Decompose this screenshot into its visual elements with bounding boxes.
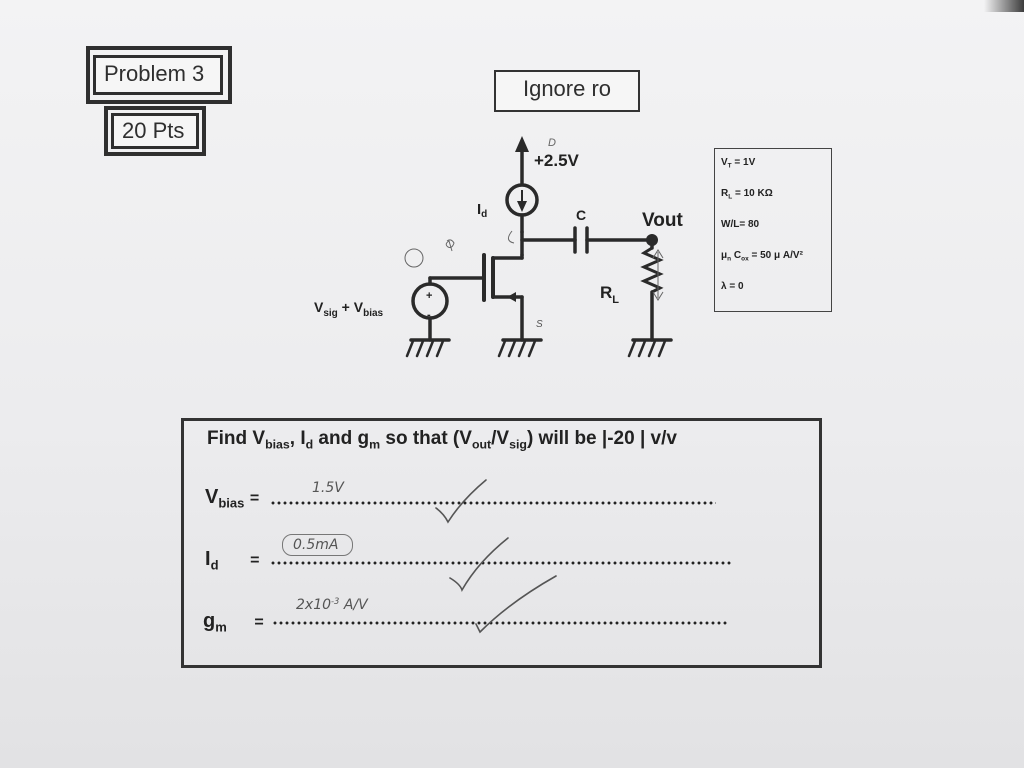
supply-handwritten-mark: D <box>548 137 556 149</box>
rl-label: RL <box>600 283 619 306</box>
gm-check-icon <box>475 575 557 634</box>
problem-label: Problem 3 <box>93 55 223 95</box>
problem-frame <box>86 46 232 104</box>
capacitor-label: C <box>576 207 586 223</box>
vbias-row-label: Vbias = <box>205 486 260 511</box>
handwritten-gate-mark <box>404 230 515 268</box>
vbias-handwritten-answer: 1.5V <box>312 480 344 496</box>
param-vt: VT = 1V <box>721 157 756 170</box>
vbias-check-icon <box>435 479 487 524</box>
gm-handwritten-answer: 2x10-3 A/V <box>296 596 368 614</box>
rl-resistor-zigzag <box>640 246 664 294</box>
source-arrow-icon <box>507 292 516 302</box>
id-handwritten-answer: 0.5mA <box>282 534 354 556</box>
source-plus-sign: + <box>426 290 432 302</box>
question-box <box>181 418 822 668</box>
param-rl: RL = 10 KΩ <box>721 188 773 201</box>
source-handwritten-mark: S <box>536 319 543 330</box>
source-minus-sign: - <box>427 309 431 321</box>
points-frame <box>104 106 206 156</box>
question-prompt: Find Vbias, Id and gm so that (Vout/Vsig… <box>207 428 677 452</box>
points-label: 20 Pts <box>111 113 199 149</box>
param-mucox: μn Cox = 50 μ A/V² <box>721 250 803 263</box>
id-check-icon <box>449 537 509 592</box>
page-corner-shadow <box>984 0 1024 12</box>
vout-node-dot <box>646 234 658 246</box>
param-lambda: λ = 0 <box>721 281 744 292</box>
handwritten-vout-arrow <box>652 249 664 301</box>
gm-answer-line <box>272 620 728 628</box>
ignore-ro-note: Ignore ro <box>494 70 640 112</box>
current-direction-arrow-icon <box>517 201 527 212</box>
parameter-box: VT = 1V RL = 10 KΩ W/L= 80 μn Cox = 50 μ… <box>714 148 832 312</box>
id-answer-line <box>270 560 732 568</box>
id-row-label: Id = <box>205 548 260 573</box>
supply-arrow-icon <box>515 136 529 152</box>
supply-voltage-label: +2.5V <box>534 151 580 170</box>
param-wl: W/L= 80 <box>721 219 760 230</box>
gm-row-label: gm = <box>203 610 264 635</box>
vsig-vbias-label: Vsig + Vbias <box>314 299 384 319</box>
vbias-answer-line <box>270 500 716 508</box>
id-current-label: Id <box>477 201 487 220</box>
circuit-schematic: +2.5V D Id C Vout RL S Vsig + Vbias + - <box>314 136 683 358</box>
vout-label: Vout <box>642 210 683 231</box>
